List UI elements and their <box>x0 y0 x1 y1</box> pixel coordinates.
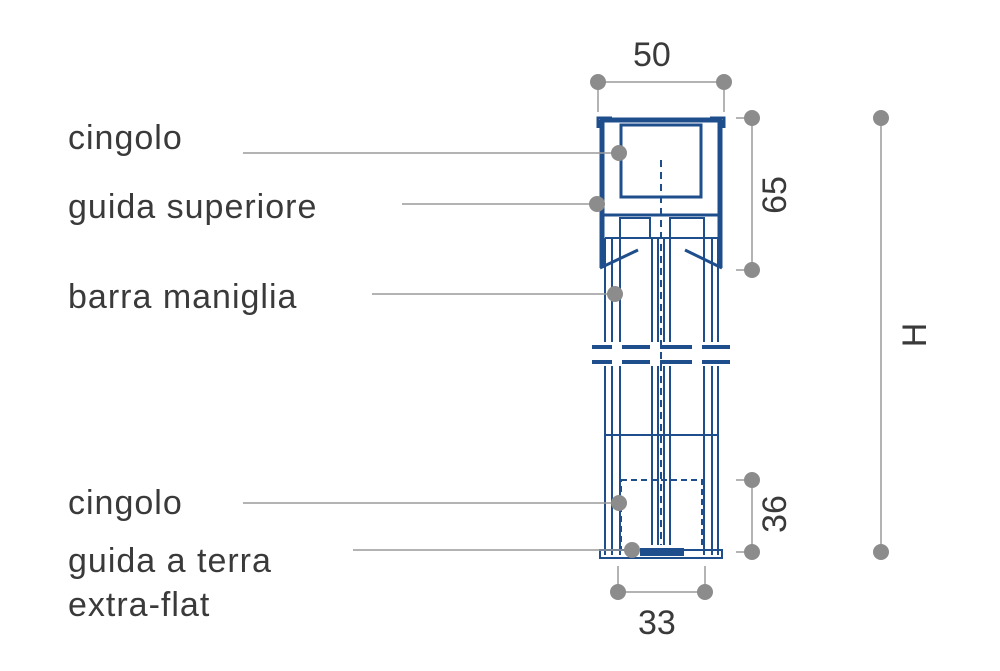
dot-height-lower-top <box>744 472 760 488</box>
dim-width-bottom: 33 <box>638 604 676 642</box>
dot-height-lower-bottom <box>744 544 760 560</box>
dot-width-top-right <box>716 74 732 90</box>
label-track-top: cingolo <box>68 119 183 157</box>
dim-height-upper: 65 <box>756 176 794 214</box>
dot-floor-guide <box>624 542 640 558</box>
label-upper-guide: guida superiore <box>68 188 318 226</box>
dot-upper-guide <box>589 196 605 212</box>
dot-width-bottom-left <box>610 584 626 600</box>
dim-width-top: 50 <box>633 36 671 74</box>
handle-bar-profile <box>604 238 719 342</box>
dot-height-upper-bottom <box>744 262 760 278</box>
dot-width-top-left <box>590 74 606 90</box>
label-floor-guide-line1: guida a terra <box>68 542 272 580</box>
dot-height-upper-top <box>744 110 760 126</box>
dot-width-bottom-right <box>697 584 713 600</box>
dim-height-total: H <box>896 322 934 348</box>
label-track-bottom: cingolo <box>68 484 183 522</box>
dot-handle-bar <box>607 286 623 302</box>
dot-height-total-top <box>873 110 889 126</box>
break-marks <box>592 345 730 364</box>
leader-lines <box>243 152 630 551</box>
upper-guide-frame <box>599 117 723 268</box>
dimension-dots <box>589 74 889 600</box>
dot-height-total-bottom <box>873 544 889 560</box>
dot-track-top <box>611 145 627 161</box>
dim-height-lower: 36 <box>756 495 794 533</box>
dimension-lines <box>597 81 882 593</box>
label-floor-guide-line2: extra-flat <box>68 586 211 624</box>
dot-track-bottom <box>611 495 627 511</box>
label-handle-bar: barra maniglia <box>68 278 298 316</box>
